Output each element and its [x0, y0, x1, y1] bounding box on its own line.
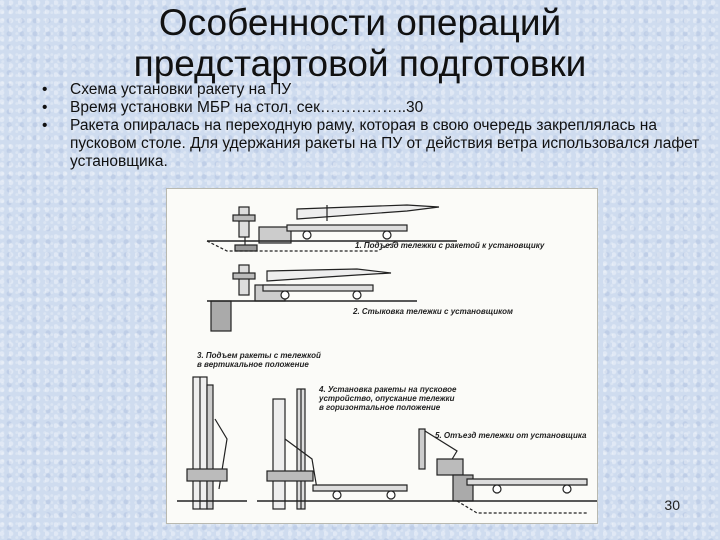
- caption-step-1: 1. Подъезд тележки с ракетой к установщи…: [355, 241, 545, 250]
- step3-drawing: [177, 376, 247, 510]
- step4-drawing: [257, 388, 417, 510]
- caption-step-3-line-2: в вертикальное положение: [197, 360, 309, 369]
- step5-drawing: [417, 428, 597, 514]
- caption-step-4-line-1: 4. Установка ракеты на пусковое: [319, 385, 457, 394]
- caption-step-3-line-1: 3. Подъем ракеты с тележкой: [197, 351, 321, 360]
- caption-step-2: 2. Стыковка тележки с установщиком: [353, 307, 513, 316]
- page-number: 30: [664, 497, 680, 513]
- step1-drawing: [206, 204, 457, 252]
- caption-step-4-line-2: устройство, опускание тележки: [319, 394, 455, 403]
- bullet-item: Ракета опиралась на переходную раму, кот…: [40, 117, 710, 171]
- step2-drawing: [207, 264, 417, 332]
- installation-scheme-figure: 1. Подъезд тележки с ракетой к установщи…: [166, 188, 598, 524]
- installation-scheme-drawing: [177, 204, 597, 514]
- caption-step-5: 5. Отъезд тележки от установщика: [435, 431, 587, 440]
- bullet-item: Время установки МБР на стол, сек……………..3…: [40, 99, 710, 117]
- slide-title: Особенности операций предстартовой подго…: [0, 2, 720, 84]
- caption-step-4-line-3: в горизонтальное положение: [319, 403, 441, 412]
- title-line-1: Особенности операций: [158, 2, 562, 43]
- bullet-list: Схема установки ракету на ПУ Время устан…: [40, 81, 710, 171]
- title-line-2: предстартовой подготовки: [133, 43, 587, 84]
- bullet-item: Схема установки ракету на ПУ: [40, 81, 710, 99]
